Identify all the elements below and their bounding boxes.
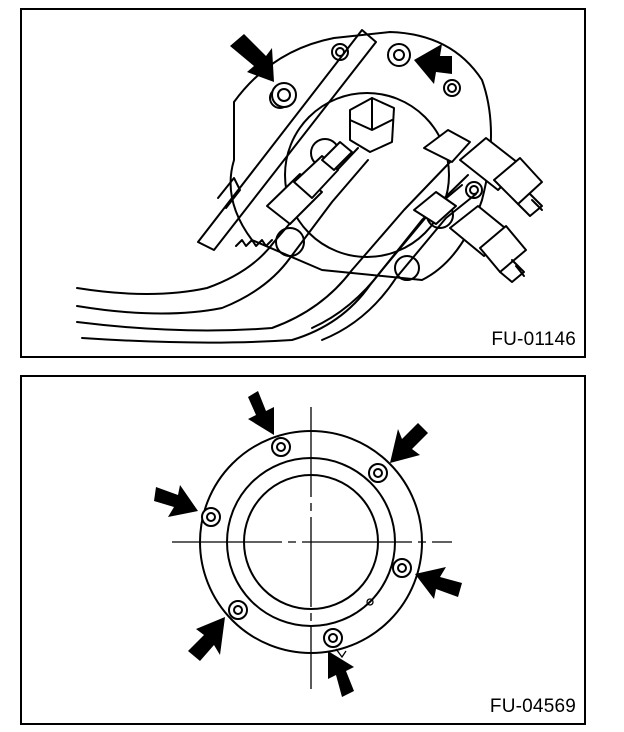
arrow-icon [415, 567, 462, 599]
arrow-icon [230, 34, 274, 82]
arrow-icon [390, 423, 428, 463]
fuel-pump-assembly-diagram [76, 29, 543, 344]
arrow-icon [328, 651, 354, 697]
bracket-strap [197, 29, 377, 251]
bolt-icon [368, 463, 388, 483]
bolt-icon [271, 437, 291, 457]
arrow-icon [154, 485, 198, 517]
figure-panel-bottom: FU-04569 [20, 375, 586, 725]
fuel-hose [76, 147, 359, 295]
bolt-icon [443, 79, 461, 97]
pump-housing [284, 92, 450, 258]
bolt-icon [271, 82, 297, 108]
arrow-icon [248, 391, 274, 435]
bolt-icon [392, 558, 412, 578]
bolt-icon [465, 181, 483, 199]
figure-code: FU-01146 [491, 329, 576, 350]
arrow-icon [414, 44, 452, 84]
figure-code: FU-04569 [489, 696, 576, 717]
arrow-icon [188, 617, 225, 661]
bolt-icon [323, 628, 343, 648]
figure-panel-top: FU-01146 [20, 8, 586, 358]
flange-bolt-pattern-diagram [154, 391, 462, 697]
bolt-icon [201, 507, 221, 527]
bolt-icon [228, 600, 248, 620]
bolt-icon [387, 43, 411, 67]
